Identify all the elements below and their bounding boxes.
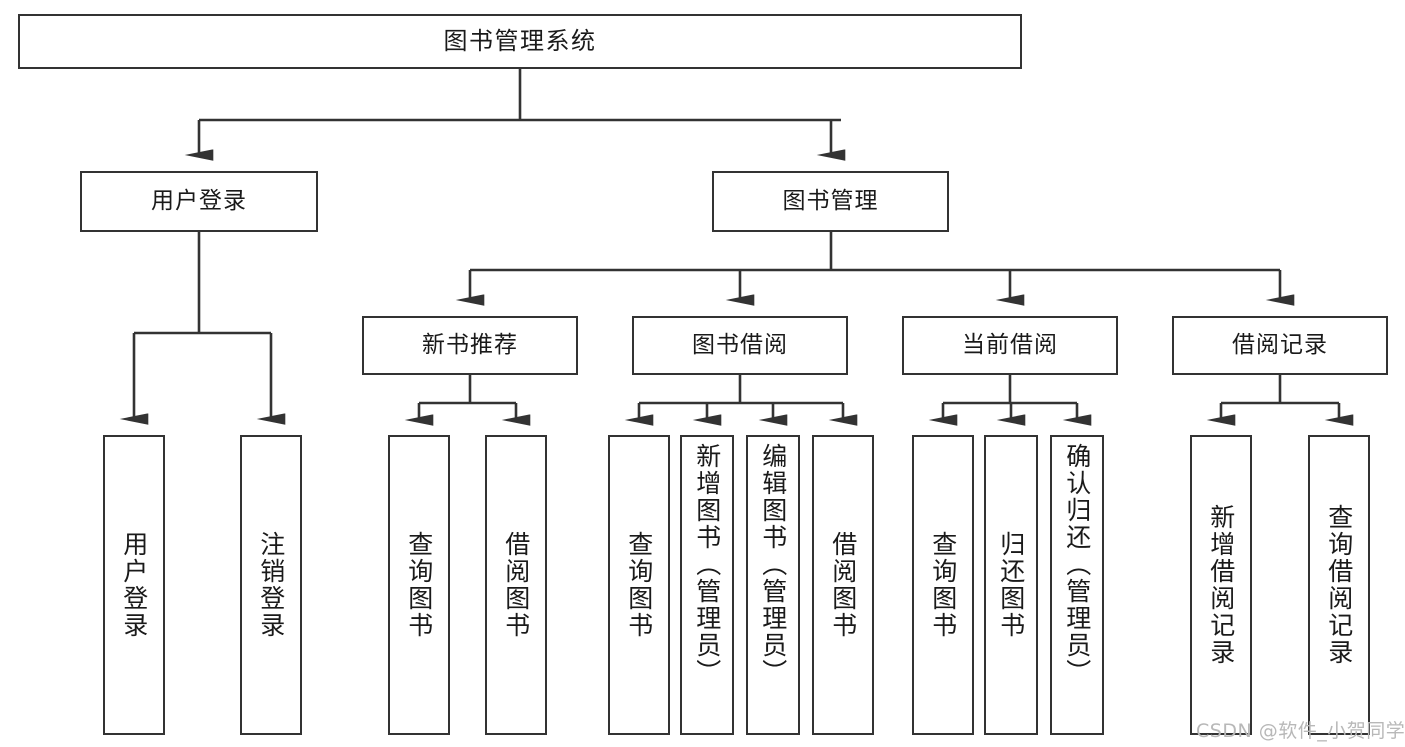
- node-leaf-confirm-return-label: 确认归还（管理员）: [1062, 443, 1092, 686]
- node-new-book-rec-label: 新书推荐: [422, 331, 518, 358]
- node-leaf-user-logout[interactable]: 注销登录: [240, 435, 302, 735]
- node-leaf-add-record-label: 新增借阅记录: [1206, 504, 1236, 666]
- node-leaf-edit-book-label: 编辑图书（管理员）: [758, 443, 788, 686]
- node-leaf-user-logout-label: 注销登录: [256, 531, 286, 639]
- node-leaf-query-book-1[interactable]: 查询图书: [388, 435, 450, 735]
- node-leaf-add-book[interactable]: 新增图书（管理员）: [680, 435, 734, 735]
- node-book-manage-label: 图书管理: [782, 187, 879, 214]
- node-leaf-query-book-2[interactable]: 查询图书: [608, 435, 670, 735]
- node-leaf-borrow-book-1[interactable]: 借阅图书: [485, 435, 547, 735]
- node-book-borrow-label: 图书借阅: [692, 331, 788, 358]
- node-leaf-query-book-3-label: 查询图书: [928, 531, 958, 639]
- node-leaf-add-record[interactable]: 新增借阅记录: [1190, 435, 1252, 735]
- node-book-manage[interactable]: 图书管理: [712, 171, 949, 232]
- node-leaf-query-record-label: 查询借阅记录: [1324, 504, 1354, 666]
- node-leaf-query-book-3[interactable]: 查询图书: [912, 435, 974, 735]
- node-user-login[interactable]: 用户登录: [80, 171, 318, 232]
- node-leaf-return-book[interactable]: 归还图书: [984, 435, 1038, 735]
- node-leaf-edit-book[interactable]: 编辑图书（管理员）: [746, 435, 800, 735]
- node-leaf-confirm-return[interactable]: 确认归还（管理员）: [1050, 435, 1104, 735]
- node-leaf-borrow-book-2[interactable]: 借阅图书: [812, 435, 874, 735]
- node-borrow-record[interactable]: 借阅记录: [1172, 316, 1388, 375]
- node-leaf-query-record[interactable]: 查询借阅记录: [1308, 435, 1370, 735]
- node-book-borrow[interactable]: 图书借阅: [632, 316, 848, 375]
- node-new-book-rec[interactable]: 新书推荐: [362, 316, 578, 375]
- node-leaf-user-login[interactable]: 用户登录: [103, 435, 165, 735]
- node-current-borrow-label: 当前借阅: [962, 331, 1058, 358]
- csdn-watermark: CSDN @软件_小贺同学: [1196, 720, 1405, 742]
- node-root[interactable]: 图书管理系统: [18, 14, 1022, 69]
- node-leaf-query-book-2-label: 查询图书: [624, 531, 654, 639]
- node-borrow-record-label: 借阅记录: [1232, 331, 1328, 358]
- node-leaf-borrow-book-1-label: 借阅图书: [501, 531, 531, 639]
- node-leaf-return-book-label: 归还图书: [996, 531, 1026, 639]
- node-current-borrow[interactable]: 当前借阅: [902, 316, 1118, 375]
- node-leaf-borrow-book-2-label: 借阅图书: [828, 531, 858, 639]
- node-leaf-user-login-label: 用户登录: [119, 531, 149, 639]
- node-root-label: 图书管理系统: [443, 27, 597, 56]
- node-leaf-add-book-label: 新增图书（管理员）: [692, 443, 722, 686]
- node-user-login-label: 用户登录: [151, 187, 247, 214]
- node-leaf-query-book-1-label: 查询图书: [404, 531, 434, 639]
